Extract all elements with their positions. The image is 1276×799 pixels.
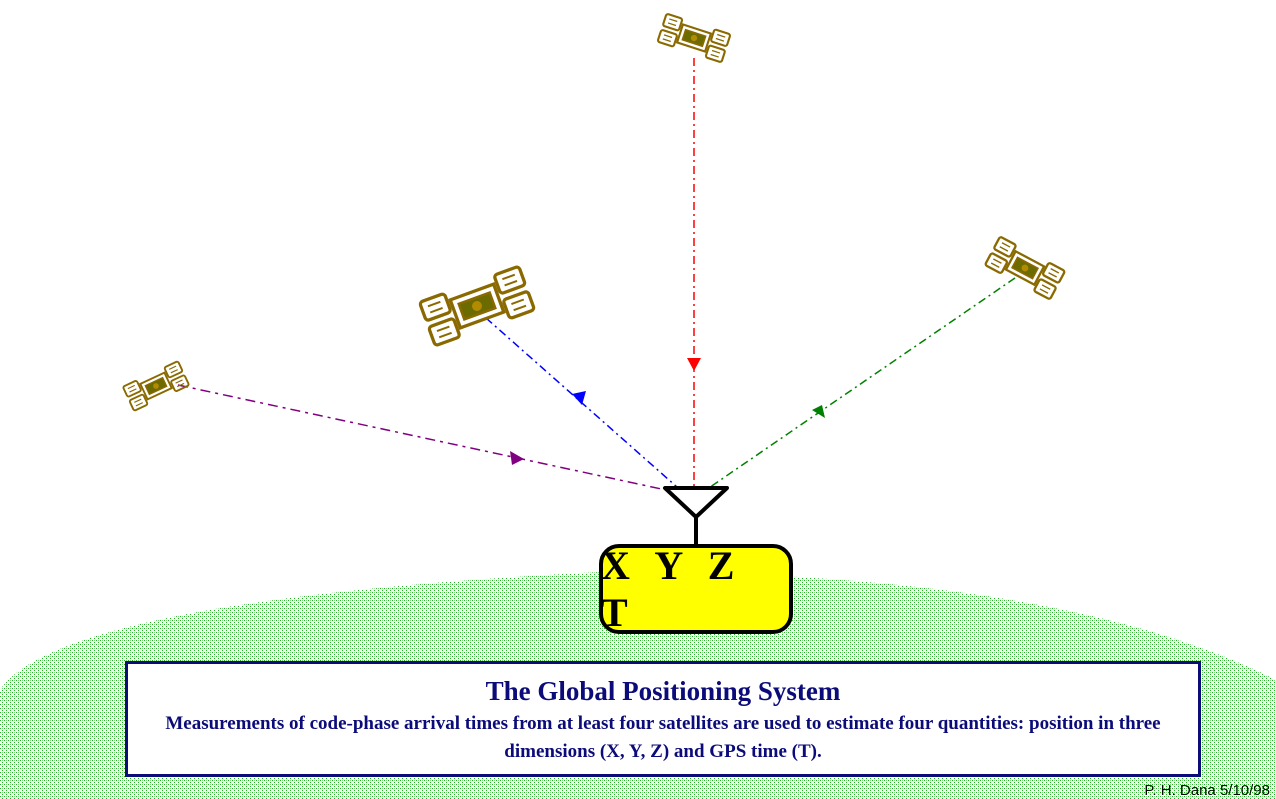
satellite-left-icon [121, 360, 191, 412]
satellite-top-icon [656, 12, 732, 64]
signal-upper-left [485, 317, 687, 496]
signal-left [177, 384, 681, 494]
signal-right [699, 277, 1016, 495]
satellite-upper-left-icon [417, 264, 537, 348]
signal-top [687, 58, 701, 500]
credit-label: P. H. Dana 5/10/98 [1144, 782, 1270, 799]
receiver-box [599, 544, 793, 634]
antenna-icon [663, 486, 729, 548]
receiver-label: X Y Z T [601, 543, 743, 635]
caption-box: The Global Positioning System Measuremen… [125, 661, 1201, 777]
caption-title: The Global Positioning System [485, 676, 841, 706]
caption-text: Measurements of code-phase arrival times… [165, 713, 1161, 762]
